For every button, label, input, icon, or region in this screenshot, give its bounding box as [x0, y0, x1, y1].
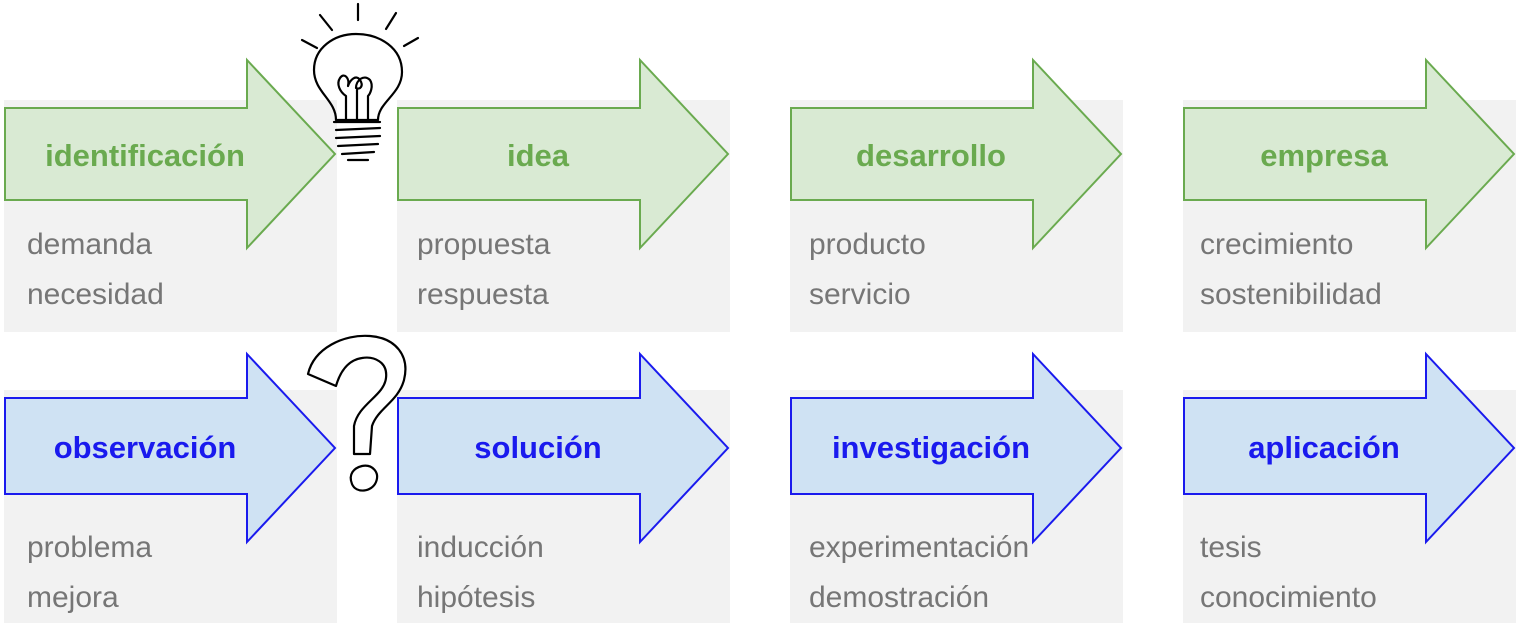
step-arrow [397, 351, 730, 545]
description-line: propuesta [417, 228, 551, 261]
description-line: demanda [27, 228, 153, 261]
step-description: experimentación demostración [809, 523, 1029, 623]
description-line: inducción [417, 531, 544, 564]
description-line: respuesta [417, 278, 549, 311]
step-description: crecimiento sostenibilidad [1200, 220, 1382, 320]
description-line: crecimiento [1200, 228, 1354, 261]
description-line: demostración [809, 581, 990, 614]
step-description: tesis conocimiento [1200, 523, 1377, 623]
step-title: investigación [831, 430, 1031, 465]
step-arrow [790, 351, 1123, 545]
step-arrow [1183, 57, 1516, 251]
step-title: empresa [1260, 138, 1388, 173]
step-description: inducción hipótesis [417, 523, 544, 623]
description-line: conocimiento [1200, 581, 1377, 614]
description-line: problema [27, 531, 153, 564]
step-description: producto servicio [809, 220, 926, 320]
description-line: hipótesis [417, 581, 536, 614]
step-description: demanda necesidad [27, 220, 164, 320]
step-title: idea [506, 138, 570, 173]
step-title: observación [53, 430, 237, 465]
step-title: aplicación [1248, 430, 1400, 465]
step-description: problema mejora [27, 523, 152, 623]
step-arrow [1183, 351, 1516, 545]
description-line: servicio [809, 278, 911, 311]
description-line: sostenibilidad [1200, 278, 1382, 311]
step-arrow [4, 351, 337, 545]
step-title: identificación [45, 138, 245, 173]
step-arrow [397, 57, 730, 251]
step-title: desarrollo [856, 138, 1006, 173]
step-arrow [790, 57, 1123, 251]
step-arrow [4, 57, 337, 251]
description-line: producto [809, 228, 926, 261]
step-title: solución [474, 430, 602, 465]
lightbulb-icon [300, 2, 420, 162]
description-line: experimentación [809, 531, 1030, 564]
description-line: tesis [1200, 531, 1262, 564]
description-line: necesidad [27, 278, 164, 311]
step-description: propuesta respuesta [417, 220, 550, 320]
description-line: mejora [27, 581, 119, 614]
question-mark-icon [306, 334, 407, 492]
